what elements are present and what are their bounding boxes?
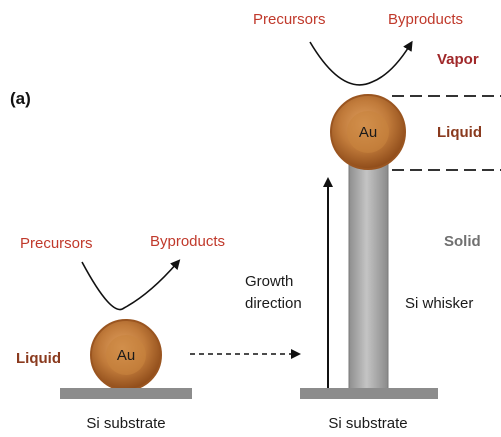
left-reaction-arrow — [81, 259, 181, 311]
si-whisker — [348, 144, 389, 390]
right-au-core — [347, 111, 389, 153]
left-liquid-label: Liquid — [16, 350, 61, 367]
growth-label-line2: direction — [245, 295, 302, 312]
growth-label-line1: Growth — [245, 273, 293, 290]
right-byproducts-label: Byproducts — [388, 11, 463, 28]
si-whisker-label: Si whisker — [405, 295, 473, 312]
left-si-substrate — [60, 388, 192, 399]
left-precursors-label: Precursors — [20, 235, 93, 252]
solid-phase-label: Solid — [444, 233, 481, 250]
left-au-core — [106, 335, 146, 375]
right-precursors-label: Precursors — [253, 11, 326, 28]
right-substrate-label: Si substrate — [328, 415, 407, 432]
right-si-substrate — [300, 388, 438, 399]
right-au-label: Au — [359, 124, 377, 141]
left-substrate-label: Si substrate — [86, 415, 165, 432]
left-byproducts-label: Byproducts — [150, 233, 225, 250]
vapor-phase-label: Vapor — [437, 51, 479, 68]
liquid-phase-label: Liquid — [437, 124, 482, 141]
left-au-label: Au — [117, 347, 135, 364]
panel-label: (a) — [10, 89, 31, 108]
right-reaction-arrow — [309, 40, 413, 86]
